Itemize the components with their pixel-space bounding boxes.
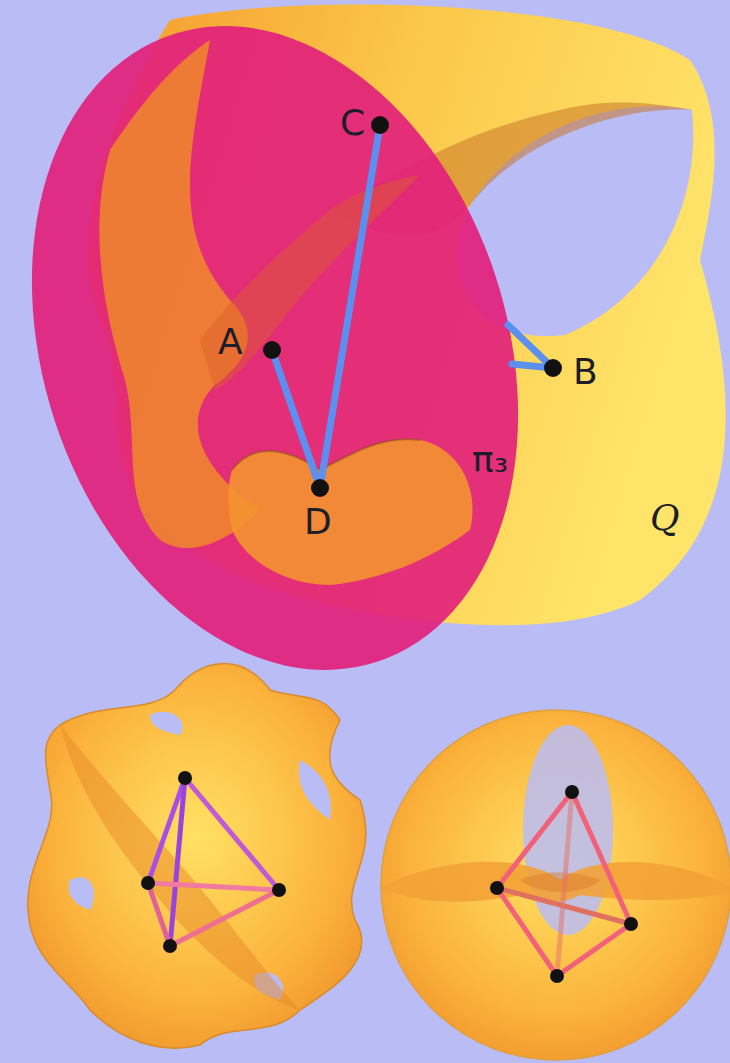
edge-line [170, 890, 279, 946]
point [311, 479, 329, 497]
surface-left-shade [60, 725, 300, 1010]
tetrahedron [141, 771, 286, 953]
point [141, 876, 155, 890]
plane-pi3 [0, 0, 598, 734]
surface-left [28, 664, 366, 1048]
surface-band [200, 175, 420, 390]
point [544, 359, 562, 377]
edge-line [497, 888, 557, 976]
point [624, 917, 638, 931]
tetrahedron [490, 785, 638, 983]
segment [320, 125, 380, 488]
points [263, 116, 562, 497]
edge-line [185, 778, 279, 890]
surface-saddle [228, 439, 472, 585]
edge-line [497, 792, 572, 888]
point [272, 883, 286, 897]
point [490, 881, 504, 895]
segments [272, 125, 553, 488]
point-label: A [218, 322, 243, 362]
surface-right-sheet [380, 862, 730, 903]
point [263, 341, 281, 359]
point [550, 969, 564, 983]
point-label: C [340, 103, 365, 143]
point [163, 939, 177, 953]
edge-line [572, 792, 631, 924]
point-label: D [304, 502, 332, 542]
segment [508, 325, 553, 368]
point-label: π₃ [472, 440, 508, 480]
point [371, 116, 389, 134]
surface-left-notch [69, 712, 331, 1000]
segment [272, 350, 320, 488]
edge-line [557, 792, 572, 976]
edge-line [148, 883, 170, 946]
surface-right-shade [520, 873, 600, 893]
edge-line [170, 778, 185, 946]
edge-line [148, 883, 279, 890]
point [565, 785, 579, 799]
point-label: Q [650, 498, 680, 538]
edge-line [557, 924, 631, 976]
point-label: B [573, 352, 598, 392]
point [178, 771, 192, 785]
